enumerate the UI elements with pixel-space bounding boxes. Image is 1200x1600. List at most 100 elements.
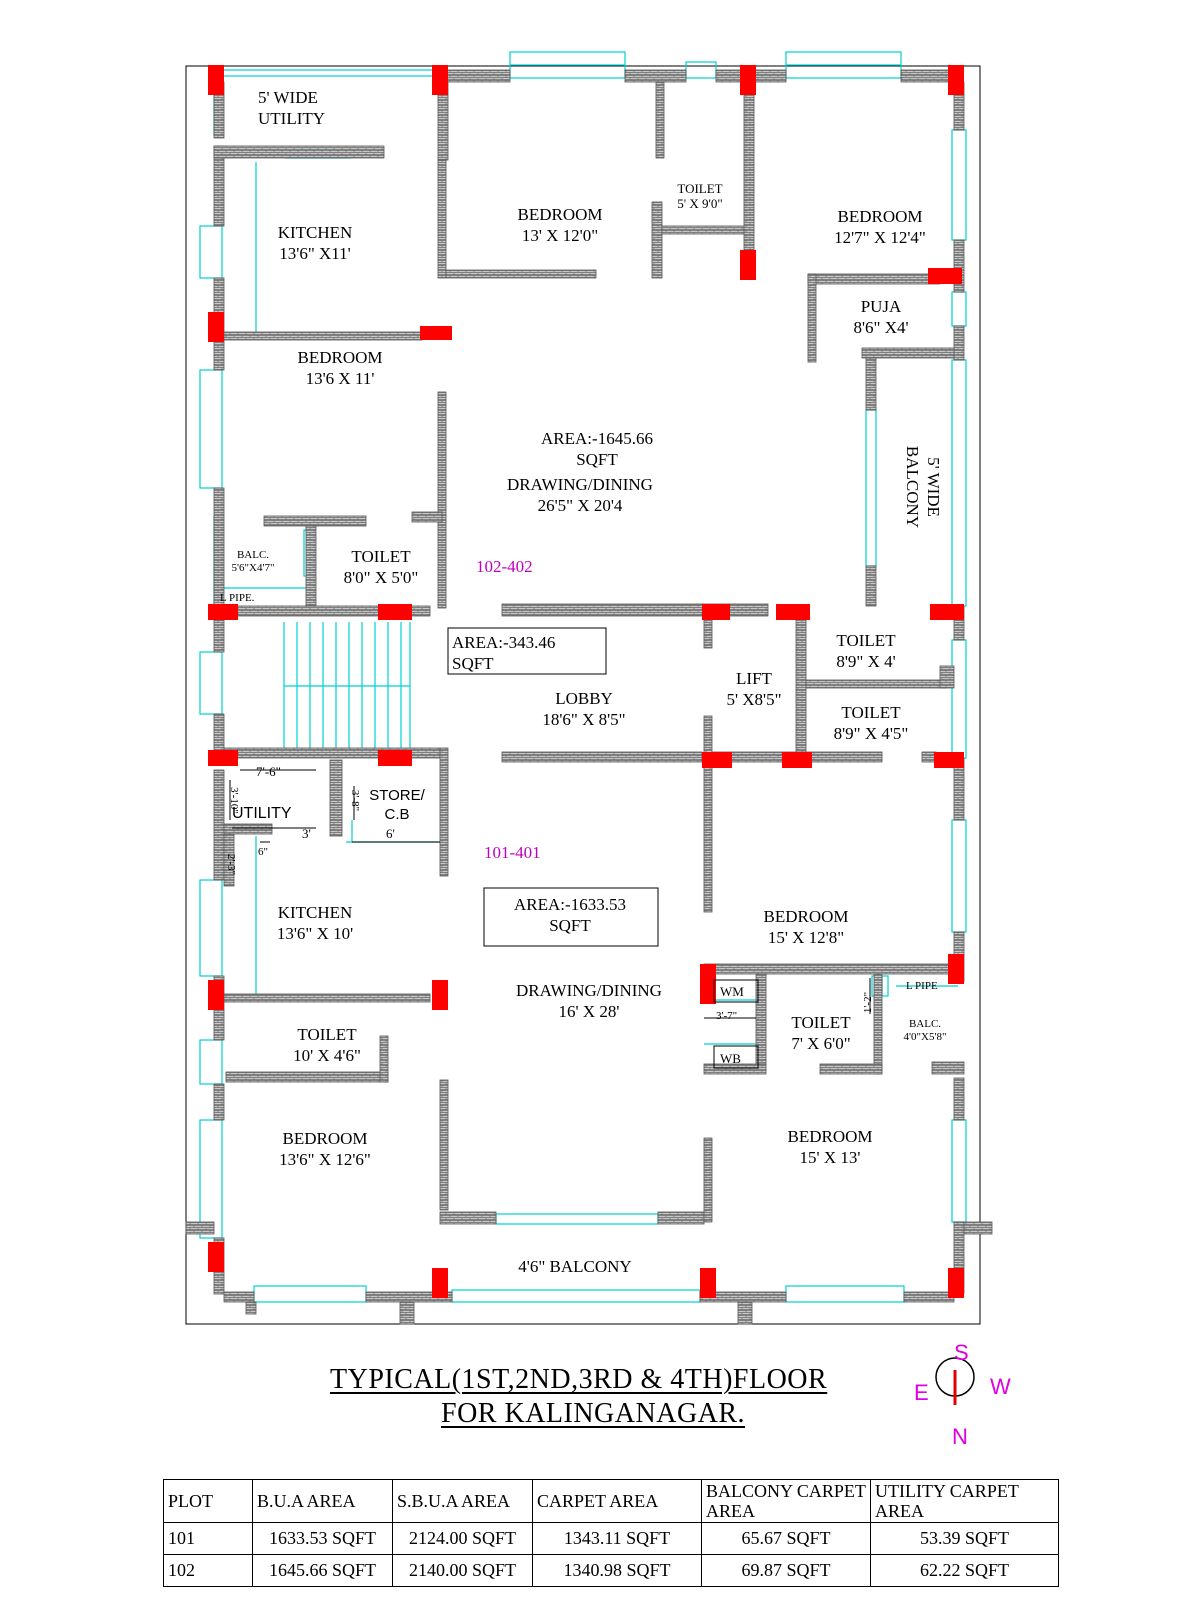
room-name: BEDROOM — [787, 1127, 873, 1146]
room-name: DRAWING/DINING — [516, 981, 662, 1000]
room-name: LOBBY — [555, 689, 613, 708]
room-name: BEDROOM — [282, 1129, 368, 1148]
drawing-bottom-label: DRAWING/DINING 16' X 28' — [494, 980, 684, 1022]
table-cell: 1343.11 SQFT — [532, 1522, 702, 1555]
area-bottom-label: AREA:-1633.53 SQFT — [490, 894, 650, 936]
wm-dim: 3'-7" — [716, 1010, 738, 1022]
wb-label: WB — [720, 1051, 741, 1066]
table-header-row: PLOT B.U.A AREA S.B.U.A AREA CARPET AREA… — [163, 1479, 1059, 1523]
site-boundary — [185, 65, 981, 1325]
room-name: BALC. — [236, 549, 270, 561]
toilet-bottom-mid-label: TOILET 7' X 6'0" — [776, 1012, 866, 1054]
columns — [208, 65, 964, 1298]
col-header: BALCONY CARPET AREA — [701, 1479, 871, 1523]
room-dim: 8'6" X4' — [853, 318, 909, 337]
col-header: S.B.U.A AREA — [392, 1479, 533, 1523]
lpipe-top-label: L PIPE. — [220, 592, 255, 604]
table-row: 101 1633.53 SQFT 2124.00 SQFT 1343.11 SQ… — [163, 1522, 1059, 1555]
toilet-bottom-mid-dim: 1'-2" — [862, 991, 875, 1014]
detail-lines — [229, 627, 871, 1069]
utility-dim-side: 3'-10" — [227, 787, 240, 814]
utility-top-label: 5' WIDE UTILITY — [258, 87, 325, 129]
room-dim: 18'6" X 8'5" — [542, 710, 626, 729]
balcony-width: 5' WIDE — [924, 457, 943, 517]
toilet-right-1-label: TOILET 8'9" X 4' — [816, 630, 916, 672]
toilet-right-2-label: TOILET 8'9" X 4'5" — [816, 702, 926, 744]
compass-w: W — [990, 1374, 1011, 1399]
table-cell: 62.22 SQFT — [870, 1554, 1059, 1587]
bedroom-left-top-label: BEDROOM 13'6 X 11' — [280, 347, 400, 389]
room-dim: 8'9" X 4'5" — [833, 724, 909, 743]
room-dim: 5'6"X4'7" — [231, 562, 275, 574]
flat-number-top: 102-402 — [476, 557, 533, 576]
balc-small-bottom-label: BALC. 4'0"X5'8" — [890, 1018, 960, 1044]
room-name: LIFT — [736, 669, 772, 688]
table-cell: 1645.66 SQFT — [252, 1554, 393, 1587]
table-cell: 65.67 SQFT — [701, 1522, 871, 1555]
table-cell: 2124.00 SQFT — [392, 1522, 533, 1555]
balcony-name: BALCONY — [903, 445, 922, 529]
balcony-bottom-label: 4'6" BALCONY — [518, 1257, 632, 1276]
col-header: UTILITY CARPET AREA — [870, 1479, 1059, 1523]
col-header: CARPET AREA — [532, 1479, 702, 1523]
room-dim: 4'0"X5'8" — [903, 1031, 947, 1043]
area-unit: SQFT — [452, 654, 494, 673]
room-dim: 12'7" X 12'4" — [834, 228, 926, 247]
bedroom-bottom-left-label: BEDROOM 13'6" X 12'6" — [260, 1128, 390, 1170]
lobby-label: LOBBY 18'6" X 8'5" — [524, 688, 644, 730]
area-value: AREA:-1633.53 — [514, 895, 626, 914]
room-dim: 16' X 28' — [558, 1002, 620, 1021]
room-name: TOILET — [791, 1013, 851, 1032]
room-name: KITCHEN — [277, 223, 353, 242]
room-dim: 15' X 13' — [799, 1148, 861, 1167]
room-dim: 5' X8'5" — [726, 690, 782, 709]
bedroom-top-right-label: BEDROOM 12'7" X 12'4" — [810, 206, 950, 248]
balc-small-top-label: BALC. 5'6"X4'7" — [218, 549, 288, 575]
lift-label: LIFT 5' X8'5" — [714, 668, 794, 710]
table-row: 102 1645.66 SQFT 2140.00 SQFT 1340.98 SQ… — [163, 1554, 1059, 1587]
store-label: STORE/ C.B — [360, 786, 434, 824]
utility-dim-bottom: 3' — [302, 826, 311, 841]
table-cell: 53.39 SQFT — [870, 1522, 1059, 1555]
kitchen-bottom-label: KITCHEN 13'6" X 10' — [260, 902, 370, 944]
room-name: DRAWING/DINING — [507, 475, 653, 494]
room-name: TOILET — [841, 703, 901, 722]
area-unit: SQFT — [549, 916, 591, 935]
balcony-right-label: 5' WIDE BALCONY — [902, 432, 944, 542]
bedroom-right-mid-label: BEDROOM 15' X 12'8" — [746, 906, 866, 948]
room-dim: 13' X 12'0" — [521, 226, 599, 245]
col-header: PLOT — [163, 1479, 253, 1523]
compass-n: N — [952, 1424, 968, 1449]
utility-dim-top: 7'-6" — [256, 764, 281, 779]
room-dim: 5' X 9'0" — [677, 196, 723, 211]
table-cell: 1340.98 SQFT — [532, 1554, 702, 1587]
kitchen-top-label: KITCHEN 13'6" X11' — [260, 222, 370, 264]
room-dim: 8'9" X 4' — [836, 652, 896, 671]
bedroom-top-mid-label: BEDROOM 13' X 12'0" — [490, 204, 630, 246]
staircase — [283, 622, 411, 752]
area-top-label: AREA:-1645.66 SQFT — [522, 428, 672, 470]
room-name: PUJA — [860, 297, 902, 316]
utility-bottom-label: UTILITY — [232, 805, 292, 822]
room-dim: 13'6 X 11' — [305, 369, 375, 388]
room-dim: 13'6" X 12'6" — [279, 1150, 371, 1169]
area-value: AREA:-1645.66 — [541, 429, 653, 448]
compass-rose — [935, 1357, 975, 1405]
room-name: STORE/ — [369, 787, 425, 804]
wm-label: WM — [720, 984, 744, 999]
room-dim: 13'6" X11' — [279, 244, 351, 263]
room-name: BEDROOM — [763, 907, 849, 926]
room-name: 5' WIDE — [258, 88, 318, 107]
room-name: KITCHEN — [277, 903, 353, 922]
table-cell: 69.87 SQFT — [701, 1554, 871, 1587]
table-cell: 102 — [163, 1554, 253, 1587]
room-name: BEDROOM — [297, 348, 383, 367]
drawing-top-label: DRAWING/DINING 26'5" X 20'4 — [480, 474, 680, 516]
compass-e: E — [914, 1380, 929, 1405]
room-dim: 8'0" X 5'0" — [343, 568, 419, 587]
area-value: AREA:-343.46 — [452, 633, 556, 652]
col-header: B.U.A AREA — [252, 1479, 393, 1523]
kitchen-dim-6: 6" — [258, 846, 268, 858]
plan-title-line2: FOR KALINGANAGAR. — [441, 1398, 746, 1429]
